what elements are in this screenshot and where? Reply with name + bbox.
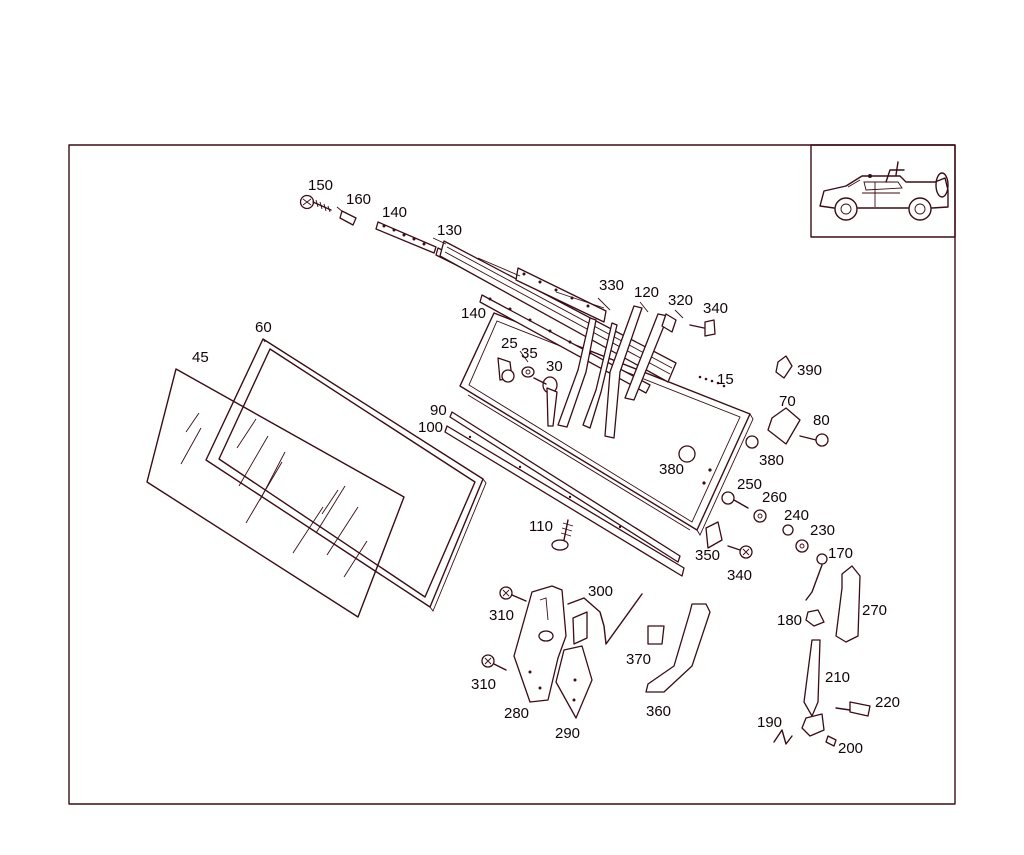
part-330-120-320-brackets	[557, 305, 677, 439]
callout-100: 100	[418, 419, 443, 436]
callout-15: 15	[717, 371, 734, 388]
callout-360: 360	[646, 703, 671, 720]
callout-320: 320	[668, 292, 693, 309]
callout-190: 190	[757, 714, 782, 731]
part-25-35-30-fasteners	[497, 357, 558, 427]
callout-210: 210	[825, 669, 850, 686]
part-280-300-hinges	[481, 586, 643, 671]
callout-60: 60	[255, 319, 272, 336]
diagram-frame	[68, 144, 956, 805]
callout-380-left: 380	[659, 461, 684, 478]
callout-260: 260	[762, 489, 787, 506]
callout-70: 70	[779, 393, 796, 410]
vehicle-cabriolet-icon	[819, 161, 949, 221]
callout-90: 90	[430, 402, 447, 419]
callout-35: 35	[521, 345, 538, 362]
callout-340-upper: 340	[703, 300, 728, 317]
callout-240: 240	[784, 507, 809, 524]
part-45-glass	[146, 368, 405, 618]
callout-370: 370	[626, 651, 651, 668]
callout-270: 270	[862, 602, 887, 619]
part-110-screw	[551, 519, 574, 551]
leader-lines	[336, 206, 684, 363]
part-270-210-lever	[773, 565, 871, 747]
part-150-160-screw	[299, 194, 357, 226]
part-350-340-lower	[689, 319, 753, 559]
callout-350: 350	[695, 547, 720, 564]
callout-labels: 150 160 140 130 330 120 320 340 140 25 3…	[192, 177, 900, 757]
part-290-plate	[555, 645, 593, 719]
callout-180: 180	[777, 612, 802, 629]
callout-310-upper: 310	[489, 607, 514, 624]
callout-280: 280	[504, 705, 529, 722]
part-390-70-80-380	[678, 355, 829, 463]
part-60-seal	[205, 338, 487, 612]
callout-200: 200	[838, 740, 863, 757]
callout-290: 290	[555, 725, 580, 742]
callout-80: 80	[813, 412, 830, 429]
callout-170: 170	[828, 545, 853, 562]
callout-45: 45	[192, 349, 209, 366]
callout-380-right: 380	[759, 452, 784, 469]
callout-340-lower: 340	[727, 567, 752, 584]
callout-220: 220	[875, 694, 900, 711]
callout-140-lower: 140	[461, 305, 486, 322]
callout-230: 230	[810, 522, 835, 539]
callout-330: 330	[599, 277, 624, 294]
callout-110: 110	[529, 518, 553, 535]
callout-250: 250	[737, 476, 762, 493]
callout-120: 120	[634, 284, 659, 301]
part-90-100-strips	[444, 411, 685, 577]
callout-150: 150	[308, 177, 333, 194]
callout-30: 30	[546, 358, 563, 375]
callout-300: 300	[588, 583, 613, 600]
part-130-140-rails	[375, 221, 677, 394]
part-250-230-fasteners	[721, 491, 828, 601]
part-280-hinge	[513, 585, 567, 703]
callout-130: 130	[437, 222, 462, 239]
part-360-370-cover	[645, 603, 711, 693]
callout-310-lower: 310	[471, 676, 496, 693]
callout-25: 25	[501, 335, 518, 352]
callout-140-upper: 140	[382, 204, 407, 221]
callout-390: 390	[797, 362, 822, 379]
callout-160: 160	[346, 191, 371, 208]
